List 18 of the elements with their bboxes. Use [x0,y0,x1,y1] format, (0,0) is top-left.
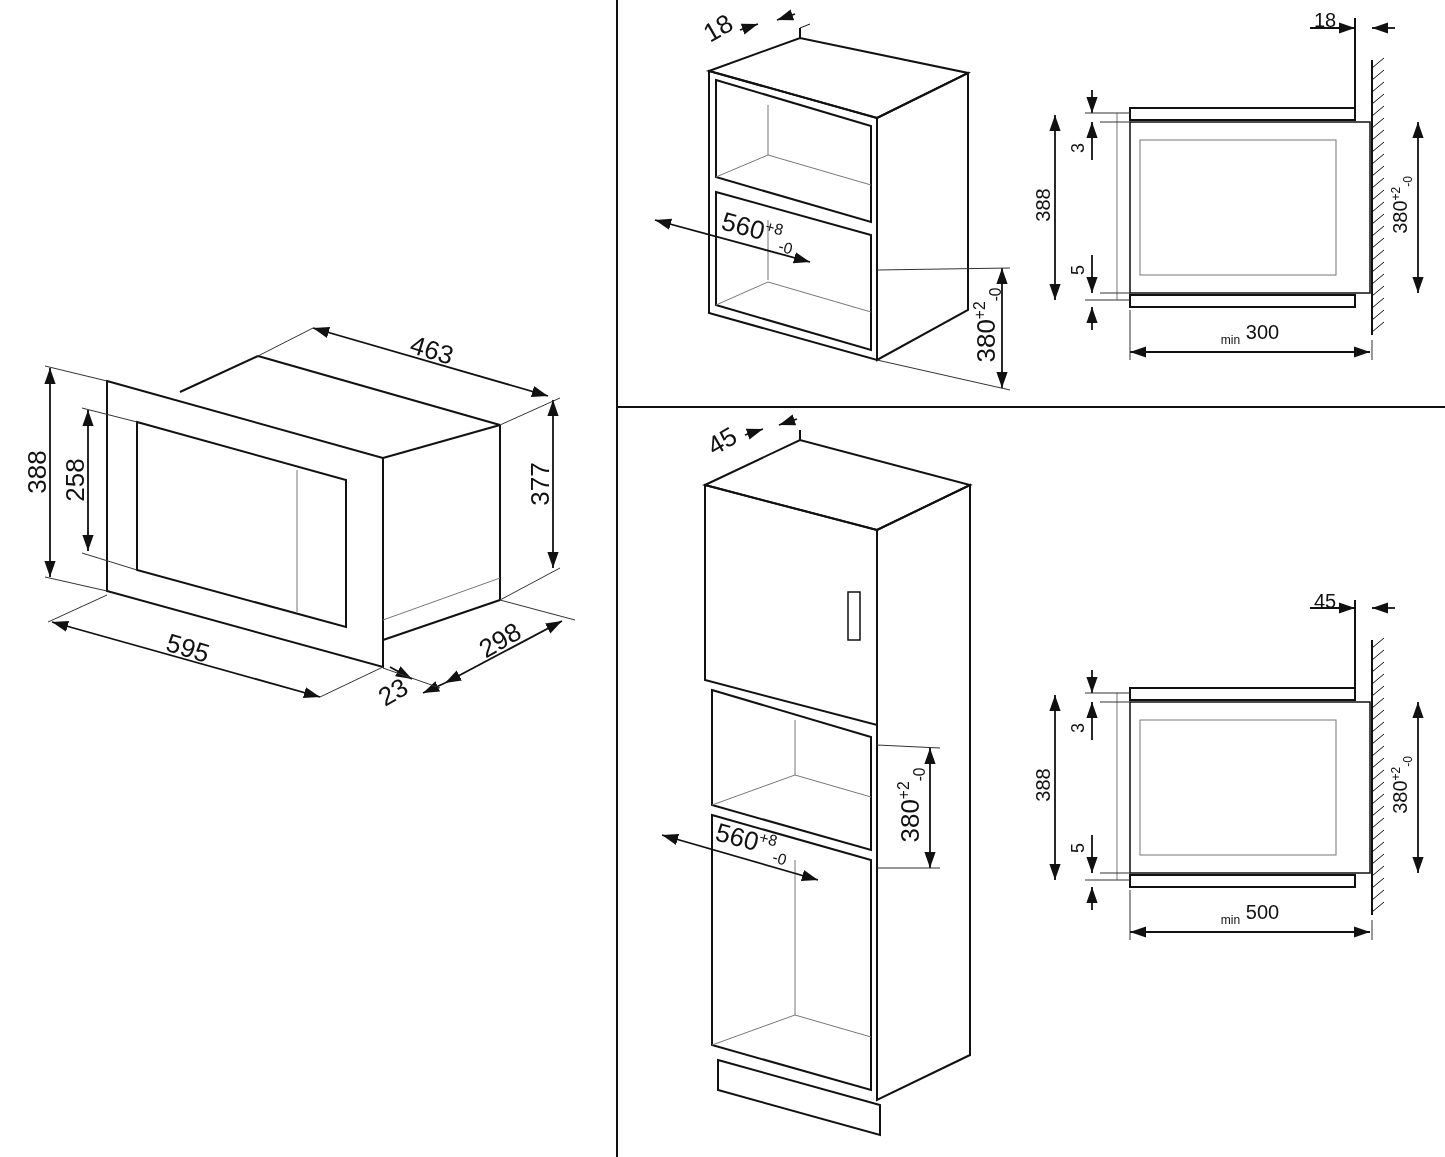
dimension-label: 18 [1313,10,1337,30]
dimension-label: 463 [407,331,457,369]
dimension-label: 388 [24,450,50,494]
dimension-label: $_{min}$ 300 [1220,322,1280,346]
dimension-label: 388 [1033,768,1053,802]
dimension-label: 5 [1069,843,1087,853]
dimension-label: 3 [1069,143,1087,153]
dimension-label: 377 [527,462,553,506]
dimension-label: 3 [1069,723,1087,733]
dimension-label: 388 [1033,188,1053,222]
dimension-label: 258 [62,458,88,502]
dimension-label: 45 [703,422,741,460]
dimension-label: 23 [374,673,412,711]
dimension-label: 5 [1069,265,1087,275]
dimension-label: 298 [474,617,526,663]
dimension-label: 18 [699,9,737,47]
dimension-label: $_{min}$ 500 [1220,902,1280,926]
dimension-label: 595 [163,629,213,667]
